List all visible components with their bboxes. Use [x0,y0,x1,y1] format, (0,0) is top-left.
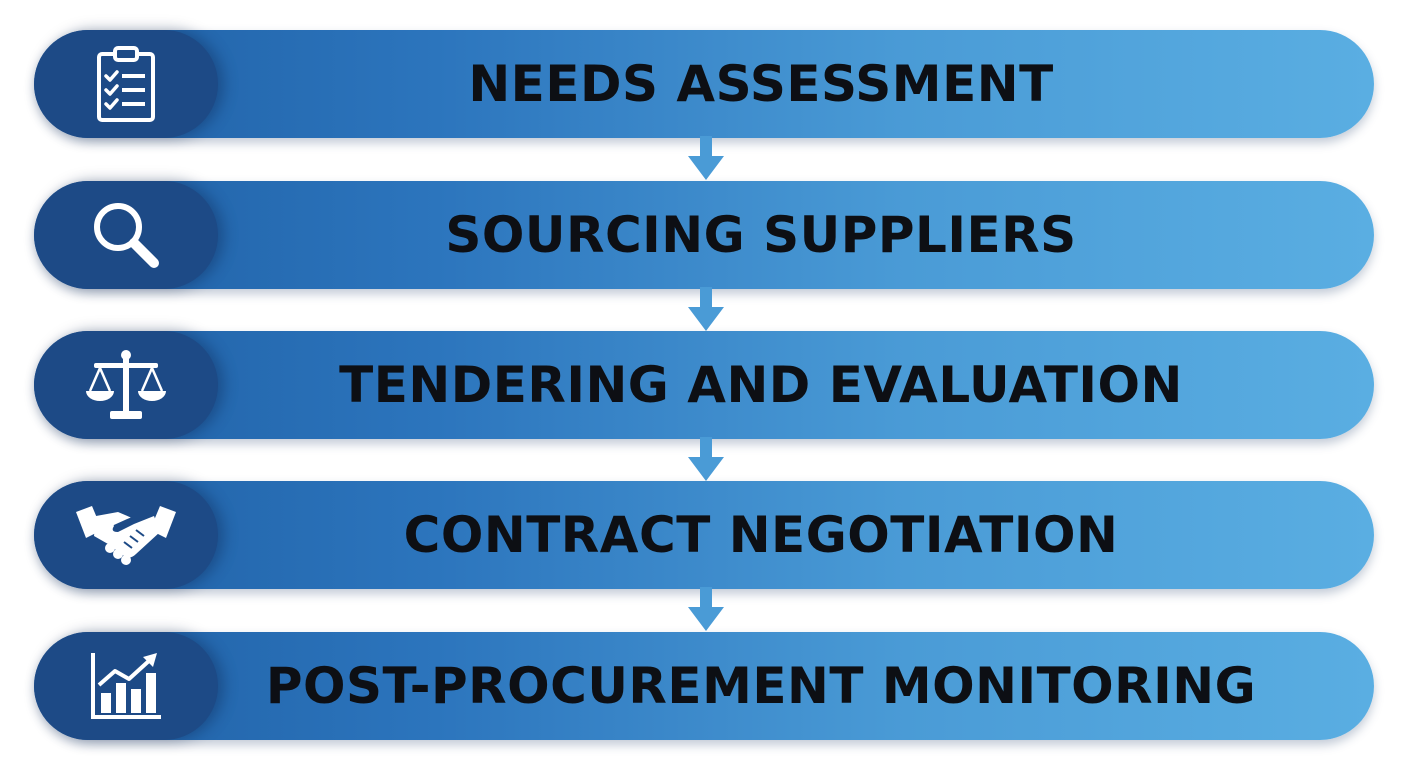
step-label: SOURCING SUPPLIERS [445,206,1077,264]
step-icon-badge [34,481,218,589]
magnifying-glass-icon [88,197,164,273]
arrow-down-icon [686,437,726,481]
arrow-down-icon [686,287,726,331]
step-post-procurement-monitoring: POST-PROCUREMENT MONITORING [34,632,1374,740]
step-label: CONTRACT NEGOTIATION [403,506,1119,564]
step-sourcing-suppliers: SOURCING SUPPLIERS [34,181,1374,289]
balance-scale-icon [84,347,168,423]
step-contract-negotiation: CONTRACT NEGOTIATION [34,481,1374,589]
step-label: NEEDS ASSESSMENT [468,55,1054,113]
clipboard-checklist-icon [91,44,161,124]
step-icon-badge [34,331,218,439]
growth-chart-icon [89,651,163,721]
arrow-down-icon [686,136,726,180]
step-label: POST-PROCUREMENT MONITORING [265,657,1257,715]
step-icon-badge [34,632,218,740]
step-tendering-and-evaluation: TENDERING AND EVALUATION [34,331,1374,439]
step-needs-assessment: NEEDS ASSESSMENT [34,30,1374,138]
handshake-icon [74,502,178,568]
step-icon-badge [34,30,218,138]
arrow-down-icon [686,587,726,631]
step-label: TENDERING AND EVALUATION [339,356,1183,414]
step-icon-badge [34,181,218,289]
